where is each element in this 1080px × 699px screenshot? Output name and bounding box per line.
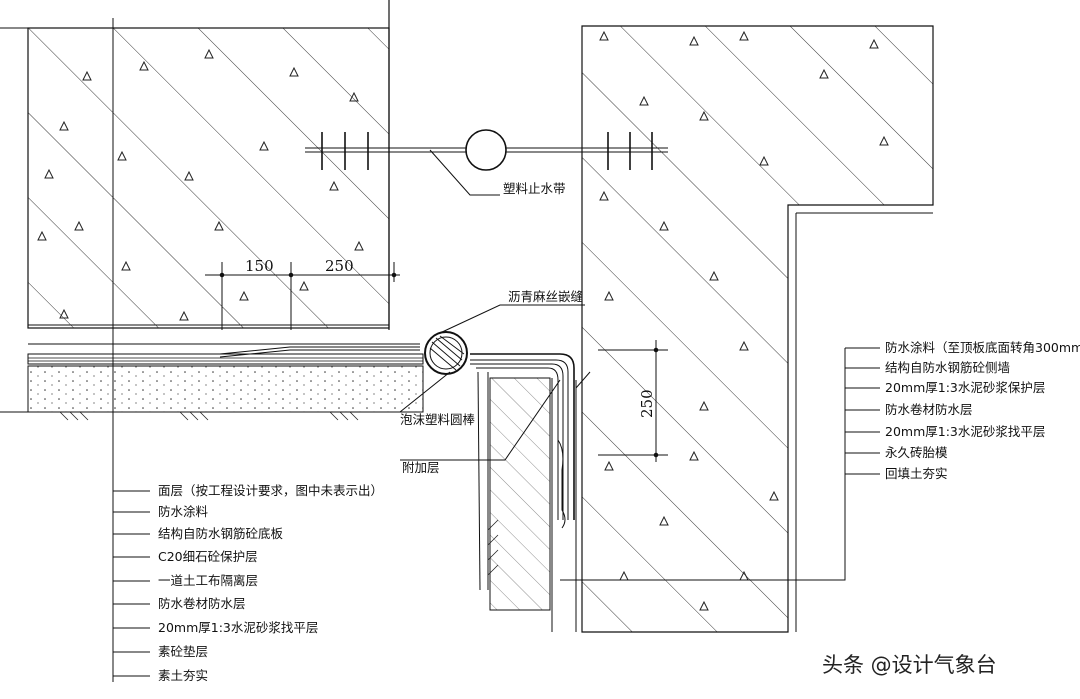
- left-callout-4: C20细石砼保护层: [158, 549, 258, 564]
- right-wall: [581, 25, 934, 633]
- left-callout-1: 面层（按工程设计要求，图中未表示出）: [158, 483, 383, 498]
- left-callout-6: 防水卷材防水层: [158, 596, 246, 611]
- dim-150: 150: [245, 257, 274, 275]
- waterstop: [305, 129, 668, 196]
- right-callout-4: 防水卷材防水层: [885, 402, 973, 417]
- right-callout-2: 结构自防水钢筋砼侧墙: [885, 360, 1010, 375]
- right-callout-5: 20mm厚1:3水泥砂浆找平层: [885, 424, 1045, 439]
- label-additional-layer: 附加层: [402, 460, 440, 475]
- right-callout-6: 永久砖胎模: [885, 445, 948, 460]
- watermark: 头条 @设计气象台: [822, 653, 997, 677]
- dim-250-horizontal: 250: [325, 257, 354, 275]
- left-slab: [0, 0, 390, 330]
- right-callout-1: 防水涂料（至顶板底面转角300mm）: [885, 340, 1080, 355]
- foam-rod: [424, 331, 468, 375]
- right-callout-7: 回填土夯实: [885, 466, 948, 481]
- left-callout-9: 素土夯实: [158, 668, 208, 683]
- left-callout-3: 结构自防水钢筋砼底板: [158, 526, 284, 541]
- label-asphalt-joint: 沥青麻丝嵌缝: [508, 289, 583, 304]
- floor-layers: [0, 343, 577, 632]
- left-callout-7: 20mm厚1:3水泥砂浆找平层: [158, 620, 318, 635]
- left-callout-8: 素砼垫层: [158, 644, 208, 659]
- leader-lines: [113, 304, 880, 677]
- label-foam-rod: 泡沫塑料圆棒: [400, 412, 476, 427]
- label-waterstop: 塑料止水带: [503, 181, 566, 196]
- left-callout-2: 防水涂料: [158, 504, 209, 519]
- right-callout-3: 20mm厚1:3水泥砂浆保护层: [885, 380, 1045, 395]
- dim-250-vertical: 250: [638, 389, 656, 418]
- left-callout-5: 一道土工布隔离层: [158, 573, 258, 588]
- dimension-lines: [205, 262, 668, 462]
